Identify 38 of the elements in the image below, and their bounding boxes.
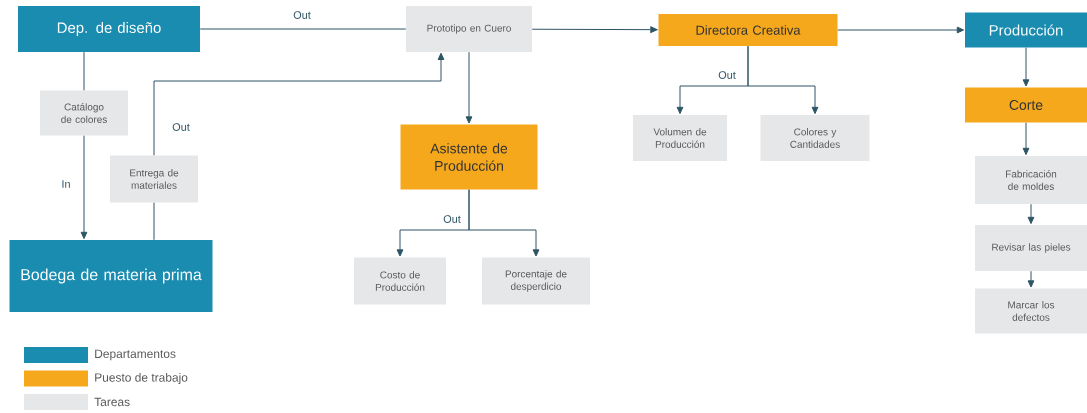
department-box: Dep. de diseño bbox=[18, 6, 200, 52]
edge-label: Out bbox=[717, 70, 737, 80]
connector bbox=[465, 51, 473, 124]
edge-label: Out bbox=[292, 10, 312, 20]
role-box: Corte bbox=[965, 87, 1087, 123]
department-box: Bodega de materia prima bbox=[9, 240, 213, 312]
role-box: Asistente de Producción bbox=[400, 124, 538, 190]
connector bbox=[1027, 203, 1035, 225]
connector bbox=[1022, 122, 1030, 156]
task-box: Revisar las pieles bbox=[975, 225, 1087, 271]
connector bbox=[468, 189, 540, 257]
task-box: Porcentaje de desperdicio bbox=[482, 257, 590, 305]
legend-label: Tareas bbox=[94, 397, 130, 407]
connector bbox=[1022, 47, 1030, 87]
role-box: Directora Creativa bbox=[658, 14, 838, 46]
task-box: Catálogo de colores bbox=[40, 90, 128, 136]
department-box: Producción bbox=[965, 12, 1087, 48]
connector bbox=[531, 26, 658, 33]
task-box: Costo de Producción bbox=[354, 257, 446, 305]
connector bbox=[153, 52, 445, 156]
connector bbox=[153, 202, 155, 241]
connector bbox=[837, 26, 965, 34]
legend-label: Departamentos bbox=[95, 349, 176, 361]
connector bbox=[199, 28, 407, 30]
task-box: Colores y Cantidades bbox=[760, 115, 870, 161]
task-box: Prototipo en Cuero bbox=[406, 6, 532, 52]
task-box: Marcar los defectos bbox=[975, 288, 1087, 334]
edge-label: Out bbox=[442, 214, 462, 224]
legend-label: Puesto de trabajo bbox=[95, 372, 188, 385]
edge-label: In bbox=[60, 179, 72, 189]
edge-label: Out bbox=[171, 122, 191, 132]
task-box: Fabricación de moldes bbox=[975, 156, 1087, 204]
connector bbox=[83, 51, 85, 91]
connector bbox=[80, 135, 88, 240]
task-box: Entrega de materiales bbox=[110, 155, 198, 203]
connector bbox=[1027, 270, 1035, 288]
task-box: Volumen de Producción bbox=[633, 115, 727, 161]
connector bbox=[747, 45, 819, 115]
